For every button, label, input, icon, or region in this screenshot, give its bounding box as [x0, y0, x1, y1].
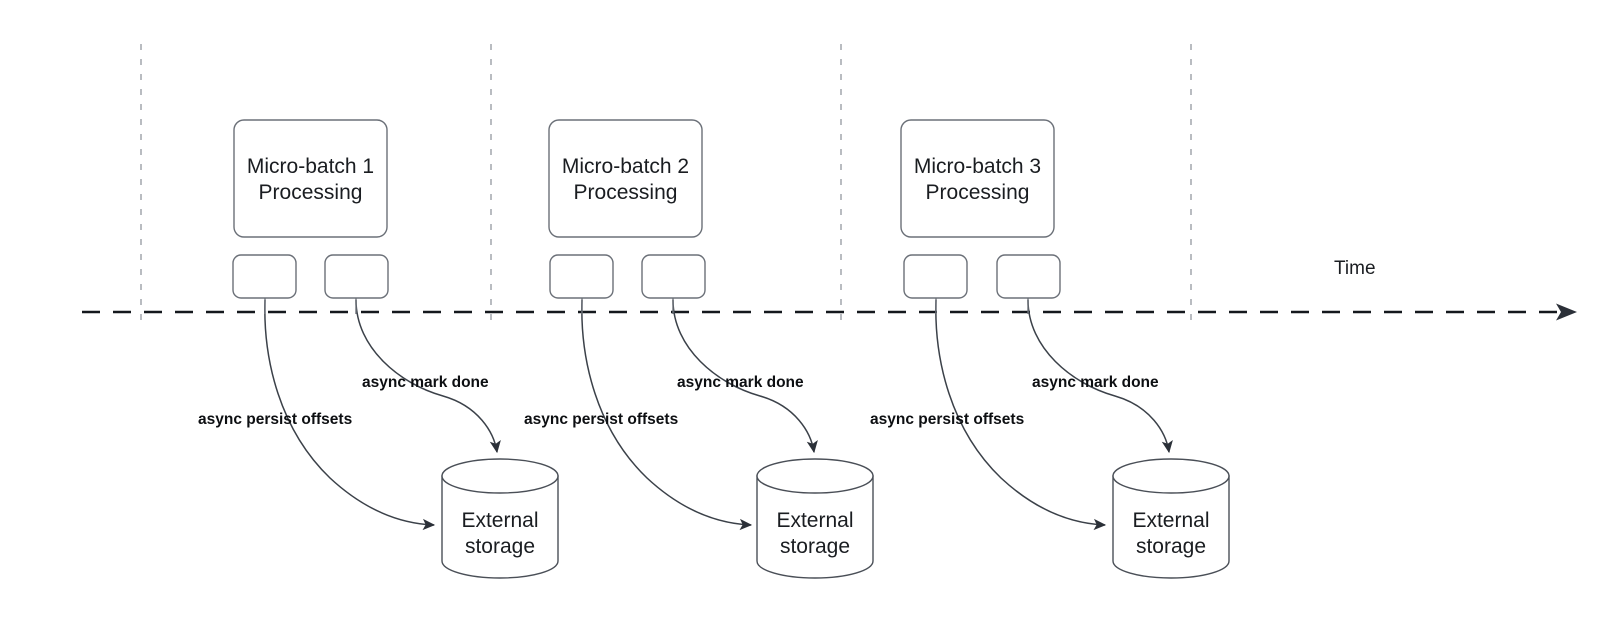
connector-async-persist-offsets-3: [935, 299, 1107, 531]
task-box-right-1-shape[interactable]: [324, 254, 389, 299]
external-storage-1-top[interactable]: [441, 458, 559, 494]
time-axis: Time: [82, 258, 1577, 321]
external-storage-1[interactable]: External storage: [441, 458, 559, 579]
external-storage-3-body[interactable]: [1112, 475, 1230, 579]
micro-batch-1-processing-box[interactable]: Micro-batch 1 Processing: [233, 119, 388, 238]
time-axis-arrowhead: [1556, 303, 1577, 321]
group-1: Micro-batch 1 Processing External storag…: [198, 119, 559, 579]
micro-batch-3-label-line1: Micro-batch 3: [914, 155, 1041, 178]
group-3: Micro-batch 3 Processing External storag…: [870, 119, 1230, 579]
task-box-left-2-shape[interactable]: [549, 254, 614, 299]
micro-batch-1-label-line1: Micro-batch 1: [247, 155, 374, 178]
micro-batch-3-task-box-right[interactable]: [996, 254, 1061, 299]
time-axis-label: Time: [1334, 258, 1376, 279]
external-storage-3-top[interactable]: [1112, 458, 1230, 494]
group-2: Micro-batch 2 Processing External storag…: [524, 119, 874, 579]
edge-label-async-persist-offsets-2: async persist offsets: [524, 411, 678, 428]
micro-batch-2-box-shape[interactable]: [548, 119, 703, 238]
external-storage-1-label-line2: storage: [465, 535, 535, 558]
micro-batch-1-task-box-right[interactable]: [324, 254, 389, 299]
micro-batch-2-task-box-right[interactable]: [641, 254, 706, 299]
micro-batch-3-box-shape[interactable]: [900, 119, 1055, 238]
external-storage-1-label-line1: External: [461, 509, 538, 532]
task-box-right-3-shape[interactable]: [996, 254, 1061, 299]
external-storage-2-label-line2: storage: [780, 535, 850, 558]
task-box-left-1-shape[interactable]: [232, 254, 297, 299]
connector-async-mark-done-3: [1027, 299, 1173, 454]
micro-batch-2-label-line2: Processing: [574, 181, 678, 204]
external-storage-2[interactable]: External storage: [756, 458, 874, 579]
external-storage-1-body[interactable]: [441, 475, 559, 579]
connector-async-mark-done-1: [355, 299, 501, 454]
micro-batch-3-task-box-left[interactable]: [903, 254, 968, 299]
micro-batch-2-processing-box[interactable]: Micro-batch 2 Processing: [548, 119, 703, 238]
micro-batch-2-task-box-left[interactable]: [549, 254, 614, 299]
external-storage-3[interactable]: External storage: [1112, 458, 1230, 579]
edge-label-async-persist-offsets-1: async persist offsets: [198, 411, 352, 428]
edge-label-async-mark-done-1: async mark done: [362, 374, 489, 391]
lifelines-group: [140, 44, 1192, 322]
micro-batch-1-label-line2: Processing: [259, 181, 363, 204]
edge-label-async-mark-done-2: async mark done: [677, 374, 804, 391]
external-storage-2-top[interactable]: [756, 458, 874, 494]
connector-async-persist-offsets-2: [581, 299, 753, 531]
task-box-left-3-shape[interactable]: [903, 254, 968, 299]
external-storage-3-label-line1: External: [1132, 509, 1209, 532]
external-storage-2-body[interactable]: [756, 475, 874, 579]
external-storage-3-label-line2: storage: [1136, 535, 1206, 558]
edge-label-async-mark-done-3: async mark done: [1032, 374, 1159, 391]
micro-batch-2-label-line1: Micro-batch 2: [562, 155, 689, 178]
micro-batch-1-task-box-left[interactable]: [232, 254, 297, 299]
external-storage-2-label-line1: External: [776, 509, 853, 532]
connector-async-persist-offsets-1: [264, 299, 436, 531]
micro-batch-3-label-line2: Processing: [926, 181, 1030, 204]
task-box-right-2-shape[interactable]: [641, 254, 706, 299]
connector-async-mark-done-2: [672, 299, 818, 454]
micro-batch-3-processing-box[interactable]: Micro-batch 3 Processing: [900, 119, 1055, 238]
micro-batch-1-box-shape[interactable]: [233, 119, 388, 238]
edge-label-async-persist-offsets-3: async persist offsets: [870, 411, 1024, 428]
